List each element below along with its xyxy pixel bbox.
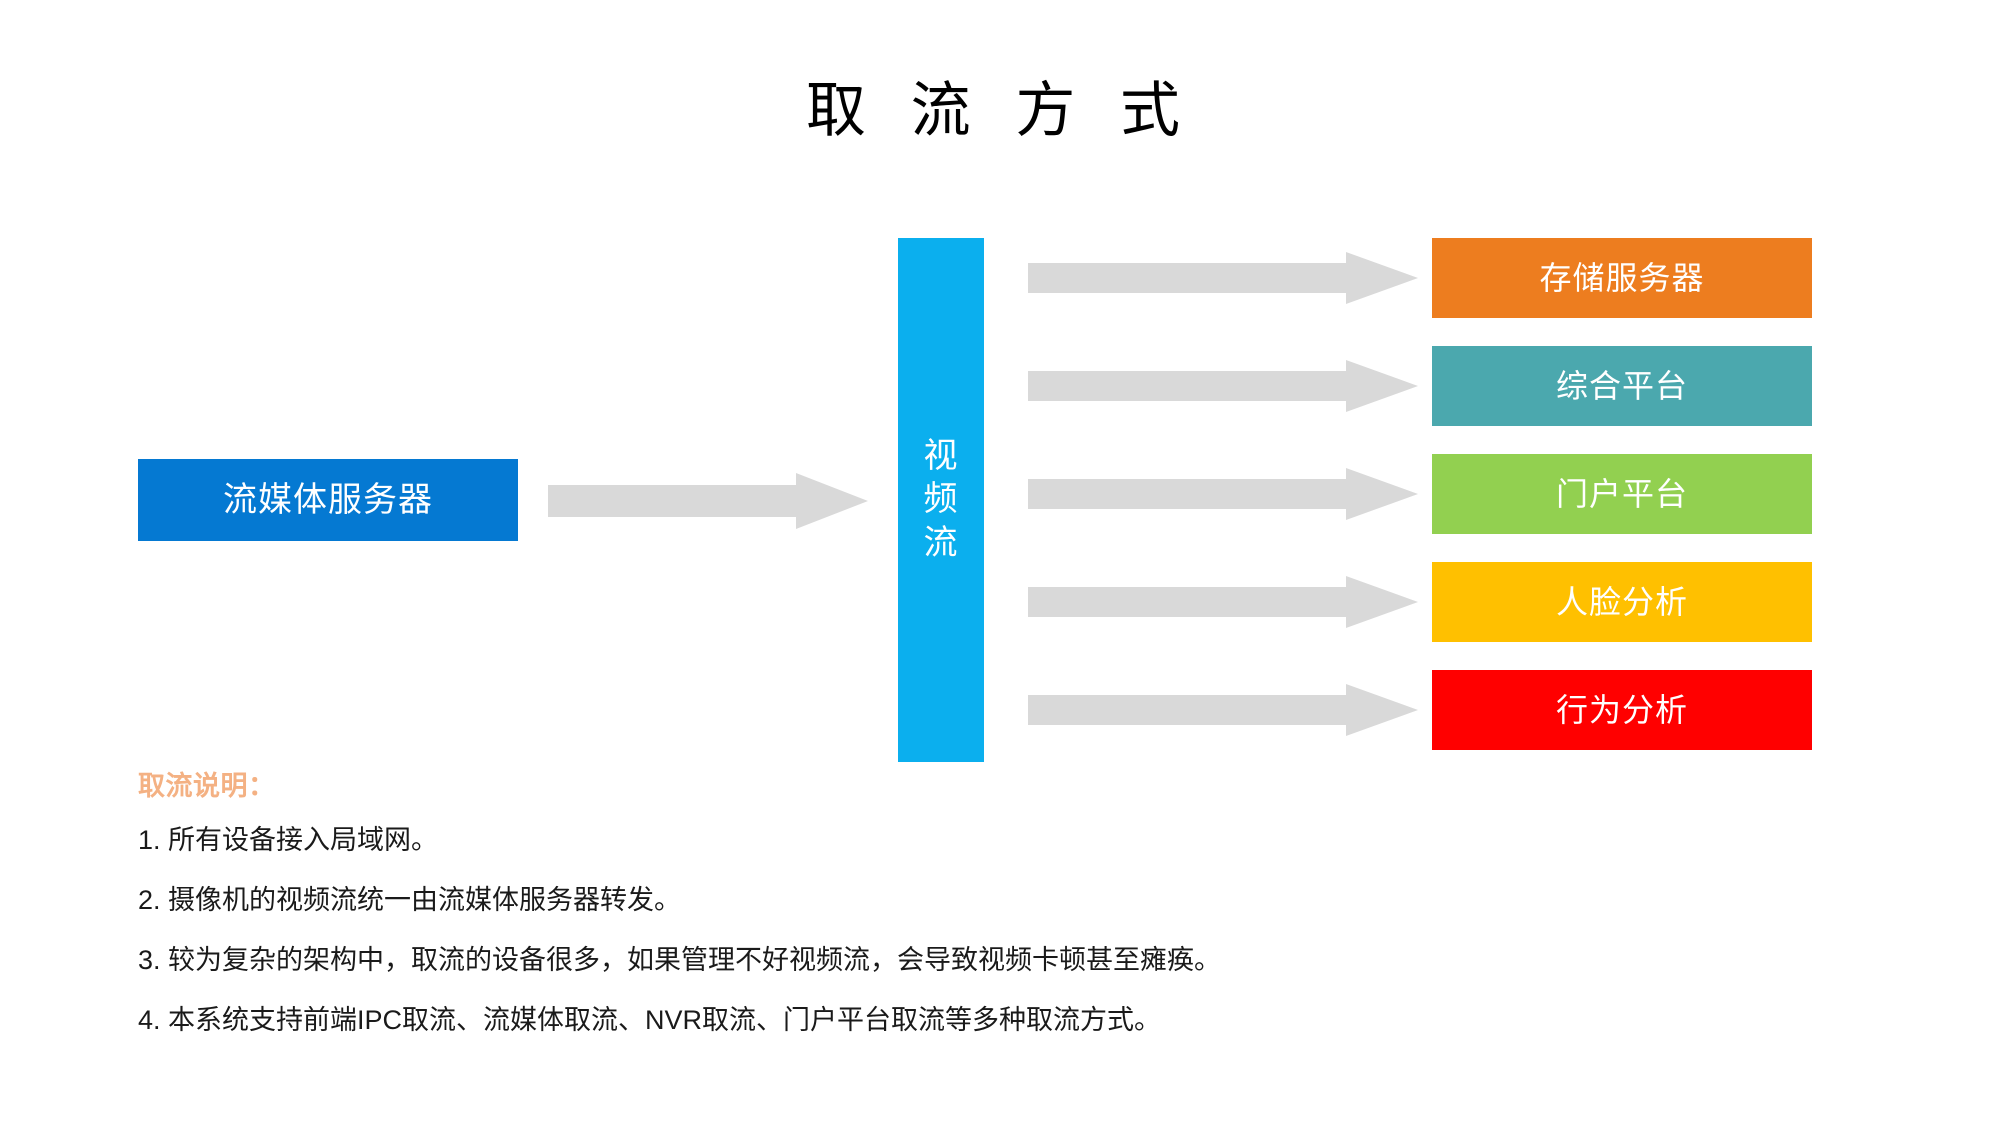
pipe-to-storage-arrow	[1028, 252, 1418, 304]
node-integrated-platform[interactable]: 综合平台	[1432, 346, 1812, 426]
node-stream-media-server-label: 流媒体服务器	[223, 480, 433, 519]
note-item-2: 2. 摄像机的视频流统一由流媒体服务器转发。	[138, 885, 682, 916]
note-item-1: 1. 所有设备接入局域网。	[138, 825, 439, 856]
node-behavior-analysis-label: 行为分析	[1555, 691, 1688, 728]
notes-heading: 取流说明：	[138, 771, 276, 801]
page-title: 取 流 方 式	[805, 77, 1194, 144]
pipe-to-integrated-platform-arrow	[1028, 360, 1418, 412]
pipe-to-portal-platform-arrow	[1028, 468, 1418, 520]
node-face-analysis-label: 人脸分析	[1555, 583, 1688, 620]
node-stream-media-server[interactable]: 流媒体服务器	[138, 459, 518, 541]
node-portal-platform[interactable]: 门户平台	[1432, 454, 1812, 534]
pipe-label-char-2: 频	[923, 480, 959, 519]
pipe-label-char-1: 视	[923, 436, 959, 475]
notes-block: 取流说明： 1. 所有设备接入局域网。 2. 摄像机的视频流统一由流媒体服务器转…	[138, 770, 1838, 1037]
note-item-4: 4. 本系统支持前端IPC取流、流媒体取流、NVR取流、门户平台取流等多种取流方…	[138, 1004, 1162, 1035]
notes-list: 1. 所有设备接入局域网。 2. 摄像机的视频流统一由流媒体服务器转发。 3. …	[138, 824, 1838, 1037]
node-storage-server[interactable]: 存储服务器	[1432, 238, 1812, 318]
node-portal-platform-label: 门户平台	[1555, 475, 1688, 512]
node-behavior-analysis[interactable]: 行为分析	[1432, 670, 1812, 750]
node-storage-server-label: 存储服务器	[1539, 259, 1705, 296]
node-integrated-platform-label: 综合平台	[1555, 367, 1688, 404]
note-item-3: 3. 较为复杂的架构中，取流的设备很多，如果管理不好视频流，会导致视频卡顿甚至瘫…	[138, 944, 1222, 975]
node-face-analysis[interactable]: 人脸分析	[1432, 562, 1812, 642]
pipe-to-behavior-analysis-arrow	[1028, 684, 1418, 736]
source-to-pipe-arrow	[548, 473, 868, 529]
pipe-to-face-analysis-arrow	[1028, 576, 1418, 628]
node-video-stream-pipe[interactable]: 视 频 流	[898, 238, 984, 762]
pipe-label-char-3: 流	[923, 523, 959, 562]
